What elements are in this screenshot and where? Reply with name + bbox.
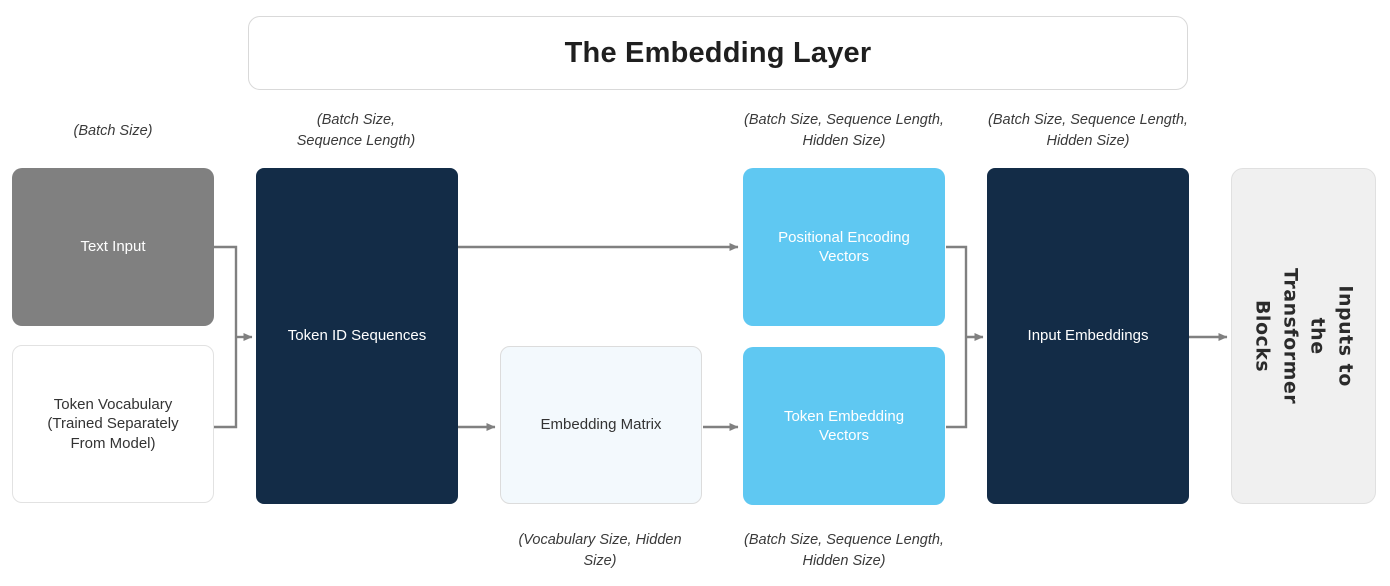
node-text-input-label: Text Input (80, 238, 146, 256)
dim-label-batch-sequence-hidden-bottom: (Batch Size, Sequence Length, Hidden Siz… (744, 532, 944, 570)
node-transformer-inputs[interactable]: Inputs to the Transformer Blocks (1231, 168, 1376, 504)
dim-label-batch-sequence: (Batch Size, Sequence Length) (296, 112, 416, 150)
node-embedding-matrix[interactable]: Embedding Matrix (500, 346, 702, 504)
node-embedding-matrix-label: Embedding Matrix (540, 416, 662, 434)
node-token-id-sequences[interactable]: Token ID Sequences (256, 168, 458, 504)
node-transformer-inputs-label: Inputs to the Transformer Blocks (1251, 267, 1357, 405)
node-text-input[interactable]: Text Input (12, 168, 214, 326)
page-title: The Embedding Layer (564, 36, 872, 69)
dim-label-vocabulary-hidden: (Vocabulary Size, Hidden Size) (518, 532, 682, 570)
node-input-embeddings-label: Input Embeddings (1027, 327, 1149, 345)
dim-label-batch-sequence-hidden-top-left: (Batch Size, Sequence Length, Hidden Siz… (744, 112, 944, 150)
edge-inputs-to-token-ids (214, 245, 253, 429)
node-input-embeddings[interactable]: Input Embeddings (987, 168, 1189, 504)
node-token-embedding-vectors[interactable]: Token Embedding Vectors (743, 347, 945, 505)
node-token-vocabulary[interactable]: Token Vocabulary (Trained Separately Fro… (12, 345, 214, 503)
node-positional-encoding-vectors[interactable]: Positional Encoding Vectors (743, 168, 945, 326)
node-token-vocabulary-label: Token Vocabulary (Trained Separately Fro… (47, 395, 179, 452)
node-token-id-sequences-label: Token ID Sequences (287, 327, 427, 345)
node-positional-encoding-vectors-label: Positional Encoding Vectors (778, 228, 910, 266)
edge-vectors-to-input-embeddings (946, 245, 984, 429)
dim-label-batch-sequence-hidden-top-right: (Batch Size, Sequence Length, Hidden Siz… (988, 112, 1188, 150)
node-token-embedding-vectors-label: Token Embedding Vectors (783, 407, 905, 445)
dim-label-batch-size: (Batch Size) (73, 123, 153, 139)
diagram-title-banner: The Embedding Layer (248, 16, 1188, 90)
